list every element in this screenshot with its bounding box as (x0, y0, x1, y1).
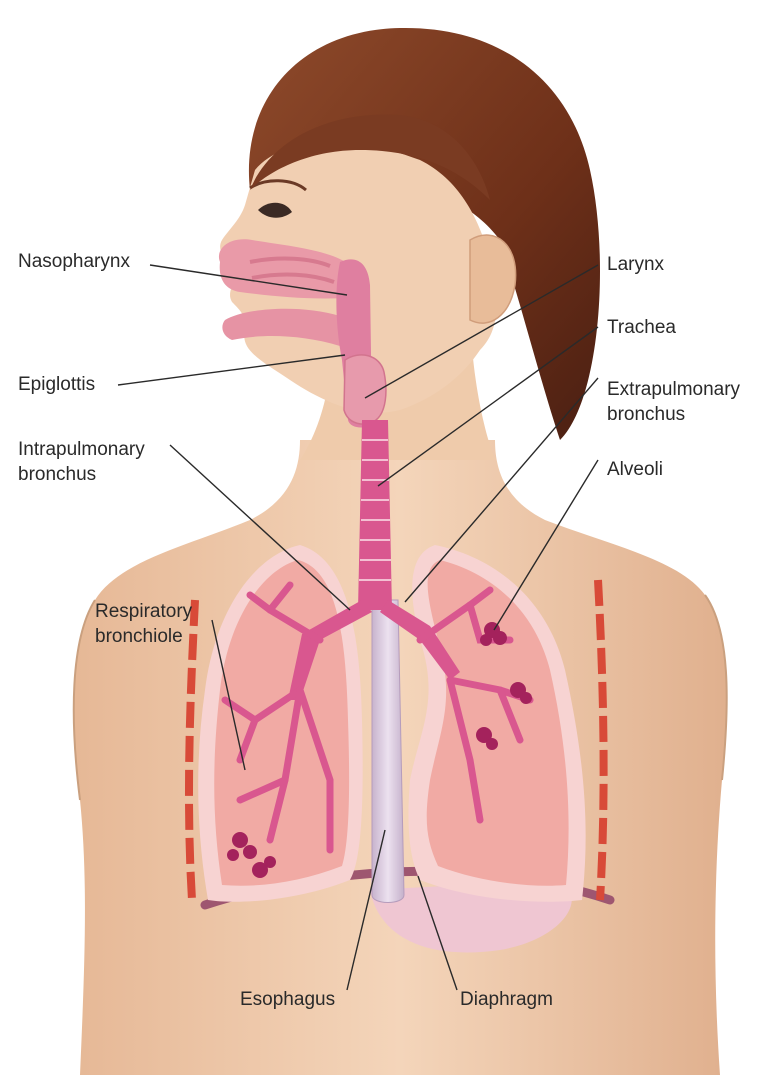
label-extrapulmonary-bronchus-line2: bronchus (607, 404, 685, 425)
label-trachea: Trachea (607, 317, 676, 338)
upper-airway (219, 239, 386, 427)
label-nasopharynx: Nasopharynx (18, 251, 130, 272)
label-intrapulmonary-bronchus-line2: bronchus (18, 464, 96, 485)
label-epiglottis: Epiglottis (18, 374, 95, 395)
label-larynx: Larynx (607, 254, 665, 275)
head (220, 28, 600, 440)
label-respiratory-bronchiole-line2: bronchiole (95, 626, 183, 647)
label-alveoli: Alveoli (607, 459, 663, 480)
label-intrapulmonary-bronchus-line1: Intrapulmonary (18, 439, 145, 460)
label-extrapulmonary-bronchus-line1: Extrapulmonary (607, 379, 741, 400)
trachea (358, 420, 392, 610)
ear (470, 235, 516, 323)
label-respiratory-bronchiole-line1: Respiratory (95, 601, 193, 622)
label-esophagus: Esophagus (240, 989, 335, 1010)
label-diaphragm: Diaphragm (460, 989, 553, 1010)
esophagus (372, 600, 404, 903)
